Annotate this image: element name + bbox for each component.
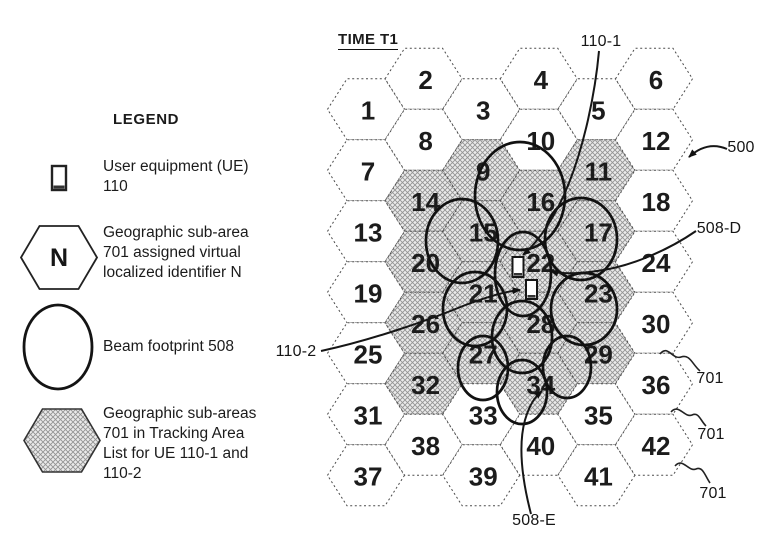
legend-item-ue: User equipment (UE) 110 [103,157,273,197]
legend-item-beam: Beam footprint 508 [103,337,273,357]
hex-number-15: 15 [469,217,498,247]
beam-footprint-ellipse-8 [456,334,510,402]
legend-item-tal-line4: 110-2 [103,465,142,482]
legend-item-subarea-line2: 701 assigned virtual [103,244,241,261]
subarea-701-label-1: 701 [696,370,724,387]
hex-number-31: 31 [354,400,383,430]
hex-number-16: 16 [526,187,555,217]
ue-devices [511,256,538,300]
hex-number-33: 33 [469,400,498,430]
beam-footprints [424,140,619,426]
legend-item-subarea: Geographic sub-area 701 assigned virtual… [103,223,273,283]
hex-number-40: 40 [526,431,555,461]
ue1-leader [522,50,600,256]
ue-device-1 [511,256,525,278]
legend-item-ue-line1: User equipment (UE) [103,158,249,175]
hex-number-37: 37 [354,461,383,491]
hex-number-36: 36 [642,370,671,400]
hex-cell-42 [614,413,694,476]
legend-item-tal-line1: Geographic sub-areas [103,405,257,422]
hex-number-13: 13 [354,217,383,247]
beam-footprint-ellipse-9 [541,334,593,400]
hex-number-10: 10 [526,126,555,156]
hex-number-38: 38 [411,431,440,461]
subarea-701-label-3: 701 [699,485,727,502]
legend-item-tal-line2: 701 in Tracking Area [103,425,245,442]
hex-number-32: 32 [411,370,440,400]
legend-item-tal: Geographic sub-areas 701 in Tracking Are… [103,404,273,484]
hex-cell-40 [499,413,578,476]
hex-number-42: 42 [642,431,671,461]
hex-number-35: 35 [584,400,613,430]
beam-footprint-ellipse-5 [441,270,509,348]
hex-number-25: 25 [354,339,383,369]
legend-title: LEGEND [113,111,180,128]
ue2-label: 110-2 [275,343,317,360]
hex-number-1: 1 [361,95,375,125]
beam-footprint-ellipse-1 [473,140,567,252]
subarea-hexagon-icon: N [20,225,98,290]
hex-grid: 1234567891011121314151617181920212223242… [326,47,694,507]
tracking-area-hexagon-icon [23,408,101,473]
ref-500-label: 500 [727,139,755,156]
legend-item-beam-line1: Beam footprint 508 [103,338,234,355]
hex-number-17: 17 [584,217,613,247]
beam-e-leader [520,390,543,515]
hex-number-4: 4 [534,65,549,95]
hex-number-41: 41 [584,461,613,491]
hex-number-6: 6 [649,65,663,95]
hex-number-3: 3 [476,95,490,125]
squiggle-701-3 [674,462,711,484]
hex-number-9: 9 [476,156,490,186]
ue2-leader [320,287,521,352]
squiggle-701-1 [659,349,701,372]
leader-lines [320,50,728,515]
beam-e-label: 508-E [512,512,556,529]
ue-device-2 [525,279,538,300]
ue-device-2-detail [527,295,536,298]
legend-item-subarea-line3: localized identifier N [103,264,242,281]
legend-item-tal-line3: List for UE 110-1 and [103,445,249,462]
hex-number-20: 20 [411,248,440,278]
squiggle-701-2 [670,408,707,427]
hex-number-2: 2 [418,65,432,95]
ue-device-1-detail [514,273,522,276]
beam-d-label: 508-D [696,220,742,237]
hex-number-5: 5 [591,95,605,125]
ref-500-arrow [688,145,728,158]
hex-number-7: 7 [361,156,375,186]
hex-number-8: 8 [418,126,432,156]
hex-number-21: 21 [469,278,498,308]
ue1-label: 110-1 [580,33,622,50]
beam-footprint-icon [22,303,94,391]
hex-number-23: 23 [584,278,613,308]
beam-footprint-ellipse-2 [424,197,500,285]
hex-number-39: 39 [469,461,498,491]
time-t1-label: TIME T1 [338,31,399,50]
beam-footprint-ellipse-10 [495,358,549,426]
hex-number-19: 19 [354,278,383,308]
subarea-symbol-n: N [50,244,68,272]
legend: LEGEND User equipment (UE) 110 N Geograp… [0,0,290,549]
beam-d-leader [550,230,697,277]
hex-number-34: 34 [526,370,555,400]
ue-icon [50,164,68,192]
hex-number-30: 30 [642,309,671,339]
hex-number-12: 12 [642,126,671,156]
legend-item-ue-line2: 110 [103,178,128,195]
beam-footprint-ellipse-3 [543,196,619,282]
legend-item-subarea-line1: Geographic sub-area [103,224,249,241]
hex-number-11: 11 [585,156,613,186]
subarea-701-label-2: 701 [697,426,725,443]
hex-number-18: 18 [642,187,671,217]
hex-cell-38 [384,413,463,476]
